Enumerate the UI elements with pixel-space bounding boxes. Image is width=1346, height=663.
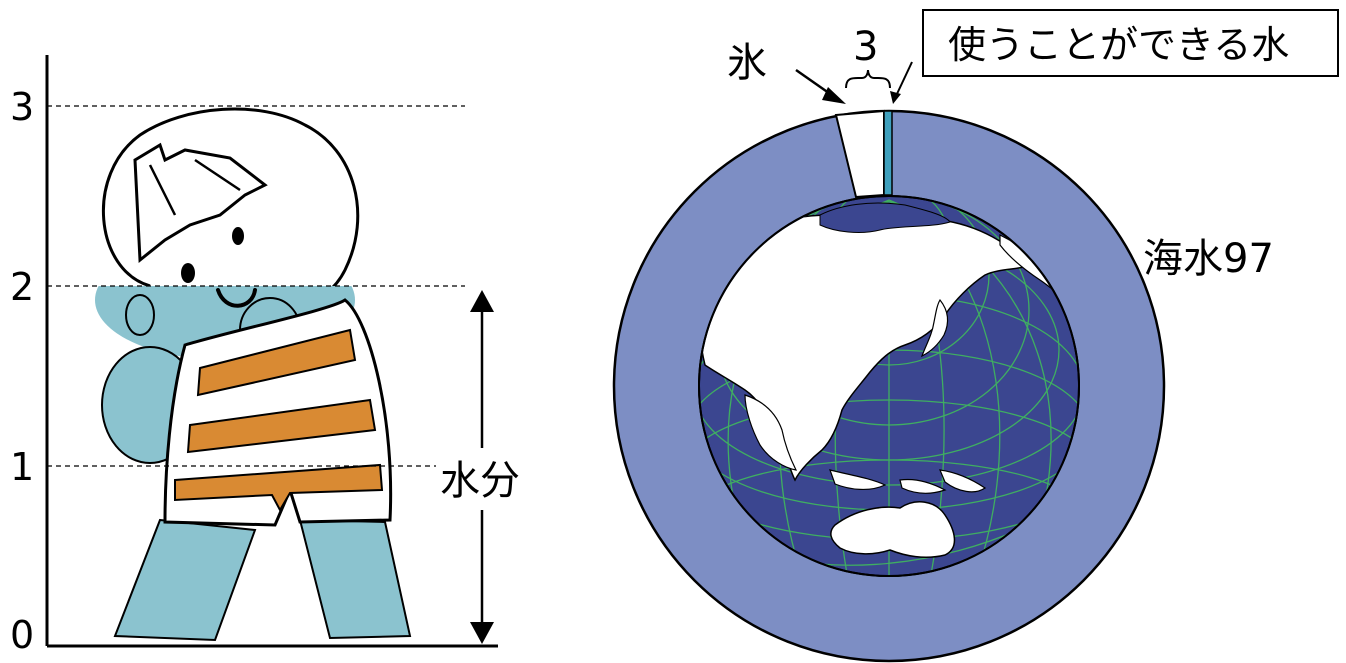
- japan-islands: [920, 298, 949, 358]
- freshwater-brace: [845, 69, 891, 89]
- globe-contents: [700, 197, 1078, 575]
- india-peninsula: [744, 394, 798, 471]
- tick-label-2: 2: [10, 265, 34, 309]
- usable-water-wedge: [883, 110, 893, 196]
- water-label: 水分: [440, 458, 520, 504]
- seawater-label: 海水97: [1143, 236, 1274, 282]
- tick-label-1: 1: [10, 445, 34, 489]
- shirt-stripe-1: [196, 328, 357, 397]
- usable-water-pointer-head: [890, 91, 901, 104]
- shirt-stripe-3: [174, 463, 384, 513]
- hat-fold: [148, 158, 241, 216]
- earth-water-diagram: 使うことができる水 氷 3 海水97: [612, 9, 1339, 663]
- usable-water-label: 使うことができる水: [948, 23, 1289, 67]
- ice-label: 氷: [727, 40, 767, 86]
- right-leg-water-fill: [298, 518, 412, 640]
- water-arrow-head-bottom: [470, 622, 494, 644]
- australia-landmass: [830, 501, 956, 558]
- left-ear-water-fill: [125, 294, 155, 336]
- child-right-eye: [232, 227, 244, 245]
- ice-arrow-head: [822, 87, 846, 104]
- body-water-diagram: 3 2 1 0 水分: [10, 55, 528, 657]
- tick-label-3: 3: [10, 85, 34, 129]
- left-leg-water-fill: [113, 518, 257, 642]
- freshwater-value-label: 3: [853, 24, 878, 70]
- shirt-stripe-2: [186, 398, 377, 454]
- arctic-islands: [819, 202, 951, 233]
- child-mouth: [216, 288, 257, 308]
- water-arrow-head-top: [470, 290, 494, 312]
- child-hat: [133, 142, 268, 264]
- usable-water-pointer: [895, 61, 913, 97]
- child-left-eye: [181, 263, 195, 283]
- child-figure-icon: [95, 107, 412, 642]
- southeast-asia-islands: [829, 469, 987, 494]
- usable-water-label-box: [922, 9, 1339, 77]
- tick-label-0: 0: [10, 613, 34, 657]
